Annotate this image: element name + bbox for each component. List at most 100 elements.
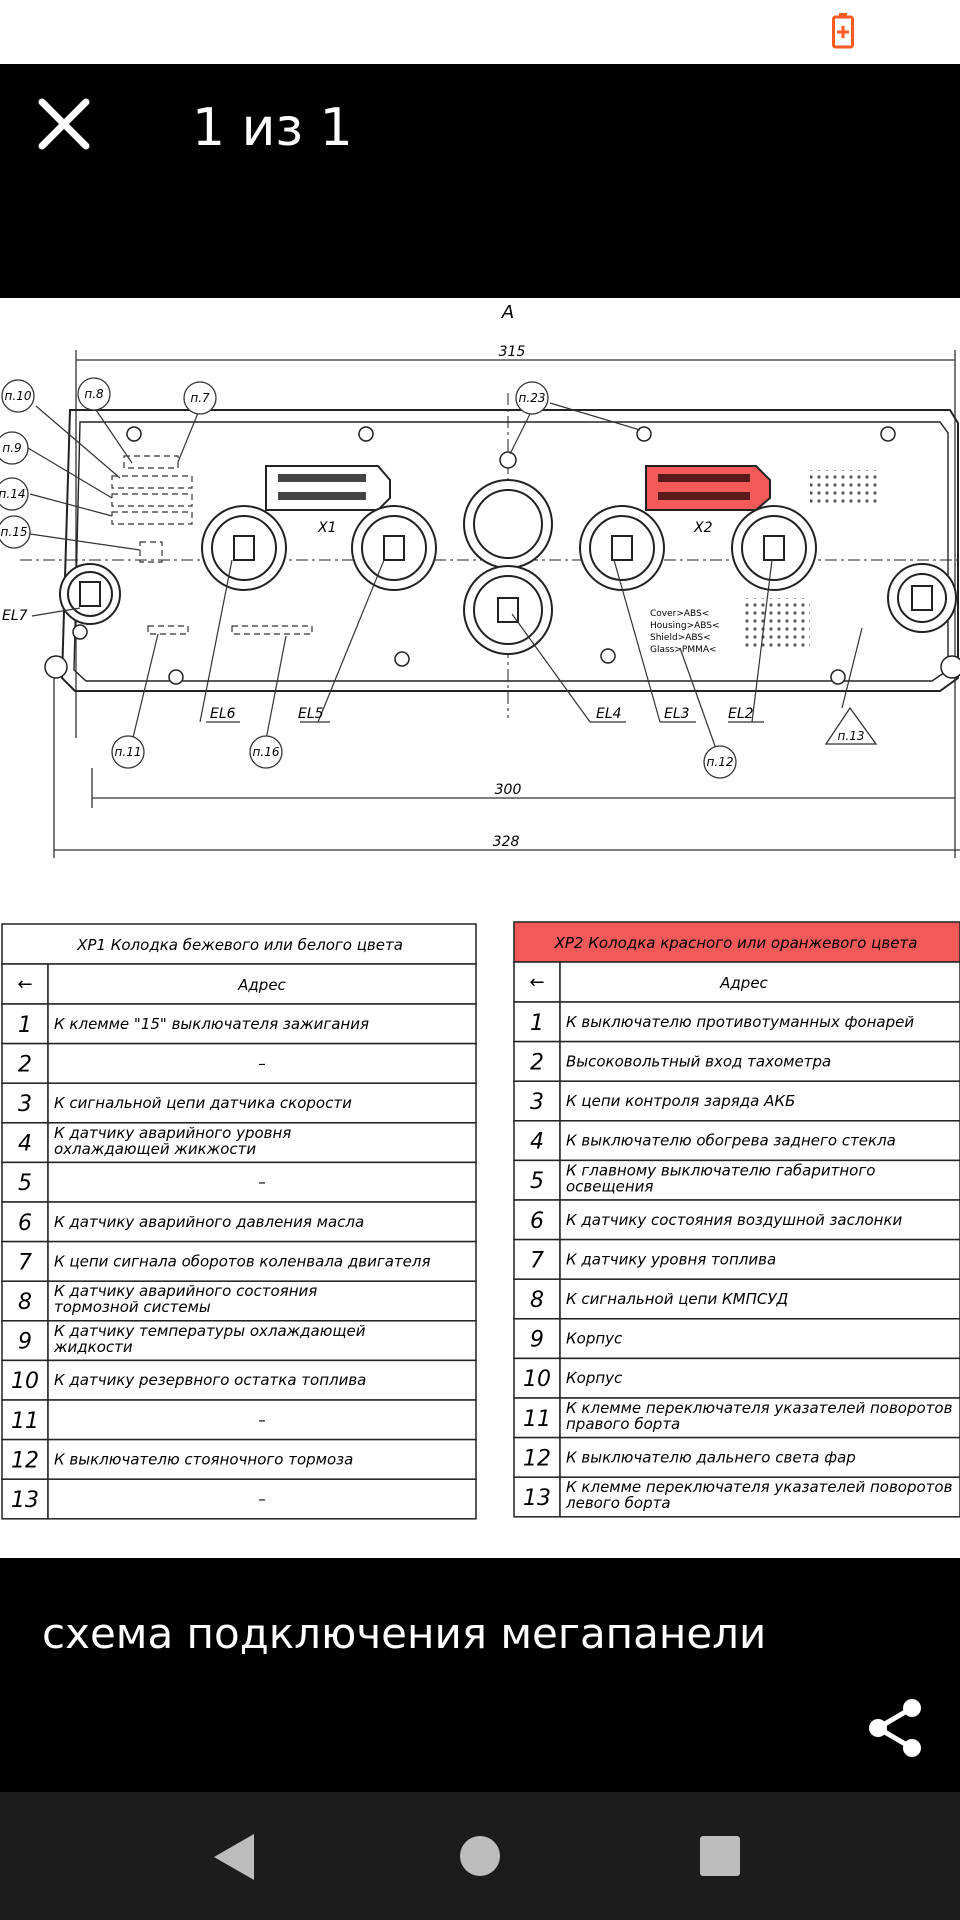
row-number: 1 [18, 1013, 32, 1038]
image-viewer[interactable]: A 315 300 328 [0, 298, 960, 1558]
table-row: 4 К датчику аварийного уровняохлаждающей … [1, 1122, 477, 1164]
dim-328: 328 [493, 834, 520, 850]
row-number: 2 [18, 1052, 32, 1077]
status-bar [0, 0, 960, 64]
xp2-table: XP2 Колодка красного или оранжевого цвет… [513, 921, 960, 1518]
material-note: Housing>ABS< [650, 621, 720, 631]
callout-label: п.7 [190, 391, 210, 405]
table-row: 5– [1, 1161, 477, 1203]
row-number: 6 [530, 1209, 544, 1234]
callout-label: п.15 [1, 525, 28, 539]
row-address: К цепи контроля заряда АКБ [566, 1092, 795, 1110]
viewer-top-bar [0, 64, 960, 298]
row-number: 10 [523, 1367, 551, 1392]
row-number: 4 [18, 1132, 32, 1157]
dim-315: 315 [499, 344, 526, 360]
row-address: К датчику температуры охлаждающей [54, 1322, 366, 1340]
row-number: 13 [11, 1488, 39, 1513]
row-number: 3 [530, 1090, 544, 1115]
row-number: 11 [523, 1407, 551, 1432]
callout-label: п.23 [519, 391, 546, 405]
xp1-header-arrow: ← [17, 974, 32, 995]
table-row: 2– [1, 1042, 477, 1084]
row-number: 11 [11, 1409, 39, 1434]
table-row: 10 Корпус [513, 1357, 960, 1399]
table-row: 11 – [1, 1399, 477, 1441]
recent-apps-icon[interactable] [699, 1835, 741, 1877]
xp2-header-arrow: ← [529, 972, 544, 993]
table-row: 13 К клемме переключателя указателей пово… [513, 1476, 960, 1518]
row-address: К клемме "15" выключателя зажигания [54, 1015, 369, 1033]
row-address: Корпус [566, 1369, 623, 1387]
table-row: 13 – [1, 1478, 477, 1520]
row-address: К клемме переключателя указателей поворо… [566, 1478, 953, 1496]
table-row: 6 К датчику состояния воздушной заслонки [513, 1199, 960, 1241]
callout-label: п.9 [2, 441, 21, 455]
material-note: Cover>ABS< [650, 609, 709, 619]
image-caption: схема подключения мегапанели [42, 1609, 767, 1658]
view-label: A [501, 302, 514, 323]
row-number: 7 [530, 1248, 544, 1273]
wiring-diagram-image: A 315 300 328 [0, 302, 960, 1520]
row-address: К выключателю стояночного тормоза [54, 1450, 353, 1468]
callout-label: п.8 [84, 387, 104, 401]
row-address-line2: правого борта [566, 1415, 680, 1433]
row-address: К датчику аварийного уровня [54, 1124, 291, 1142]
row-address: К датчику состояния воздушной заслонки [566, 1211, 903, 1229]
share-button[interactable] [864, 1696, 928, 1760]
row-number: 12 [11, 1448, 39, 1473]
connector-x1-label: X1 [317, 520, 337, 536]
row-address: – [258, 1173, 266, 1191]
row-number: 5 [530, 1169, 544, 1194]
row-number: 12 [523, 1446, 551, 1471]
lamp-label: EL3 [664, 706, 690, 722]
row-address: К выключателю обогрева заднего стекла [566, 1132, 896, 1150]
row-number: 8 [18, 1290, 32, 1315]
row-address: Корпус [566, 1330, 623, 1348]
table-row: 6 К датчику аварийного давления масла [1, 1201, 477, 1243]
callout-label: п.12 [707, 755, 734, 769]
xp1-table: XP1 Колодка бежевого или белого цвета ← … [1, 923, 477, 1520]
row-address: К датчику аварийного давления масла [54, 1213, 364, 1231]
row-number: 6 [18, 1211, 32, 1236]
table-row: 7 К датчику уровня топлива [513, 1238, 960, 1280]
xp1-table-title: XP1 Колодка бежевого или белого цвета [76, 936, 403, 954]
table-row: 1 К клемме "15" выключателя зажигания [1, 1003, 477, 1045]
row-number: 4 [530, 1130, 544, 1155]
callout-label: п.11 [115, 745, 142, 759]
table-row: 12 К выключателю дальнего света фар [513, 1436, 960, 1478]
row-address: К цепи сигнала оборотов коленвала двигат… [54, 1252, 430, 1270]
connector-x2-label: X2 [693, 520, 713, 536]
share-icon [869, 1699, 921, 1757]
back-icon[interactable] [210, 1832, 266, 1882]
image-counter: 1 из 1 [192, 98, 353, 158]
battery-charging-icon [832, 13, 854, 49]
row-address: К датчику резервного остатка топлива [54, 1371, 366, 1389]
row-address: – [258, 1411, 266, 1429]
home-icon[interactable] [458, 1834, 502, 1878]
close-icon [38, 98, 90, 150]
table-row: 4 К выключателю обогрева заднего стекла [513, 1120, 960, 1162]
row-number: 5 [18, 1171, 32, 1196]
row-address: – [258, 1490, 266, 1508]
row-address-line2: охлаждающей жикжости [54, 1140, 256, 1158]
row-address: К датчику аварийного состояния [54, 1282, 317, 1300]
row-address: К сигнальной цепи датчика скорости [54, 1094, 352, 1112]
row-number: 1 [530, 1011, 544, 1036]
row-address: К выключателю дальнего света фар [566, 1448, 856, 1466]
dim-300: 300 [495, 782, 522, 798]
close-button[interactable] [28, 88, 100, 160]
row-number: 9 [18, 1330, 32, 1355]
row-number: 13 [523, 1486, 551, 1511]
material-note: Shield>ABS< [650, 633, 711, 643]
row-address: К датчику уровня топлива [566, 1250, 776, 1268]
